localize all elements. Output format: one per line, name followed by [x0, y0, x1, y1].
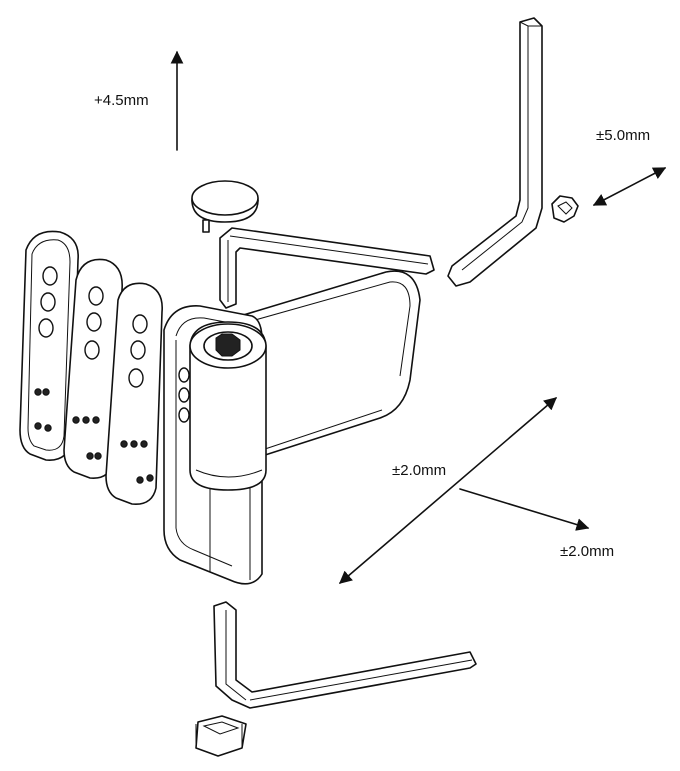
vertical-adjust-label: +4.5mm [94, 92, 149, 109]
packing-plate-middle [63, 258, 123, 479]
hinge-cap [191, 180, 259, 233]
packing-plate-back [19, 230, 79, 461]
hex-key-bottom [213, 601, 477, 709]
depth-adjust-arrow [459, 488, 590, 531]
lateral-adjust-arrow [592, 167, 667, 206]
locking-clip [551, 195, 579, 223]
lateral-adjust-label: ±5.0mm [596, 127, 651, 144]
packing-plate-front [105, 282, 163, 505]
hex-key-top-right [447, 17, 543, 287]
hinge-bottom-cap [195, 715, 247, 757]
hex-key-middle [219, 227, 435, 309]
hinge-barrel [163, 305, 267, 585]
depth-adjust-label: ±2.0mm [560, 543, 615, 560]
diagonal-adjust-label: ±2.0mm [392, 462, 447, 479]
diagonal-adjust-arrow [339, 397, 557, 584]
hinge-body [239, 270, 421, 461]
